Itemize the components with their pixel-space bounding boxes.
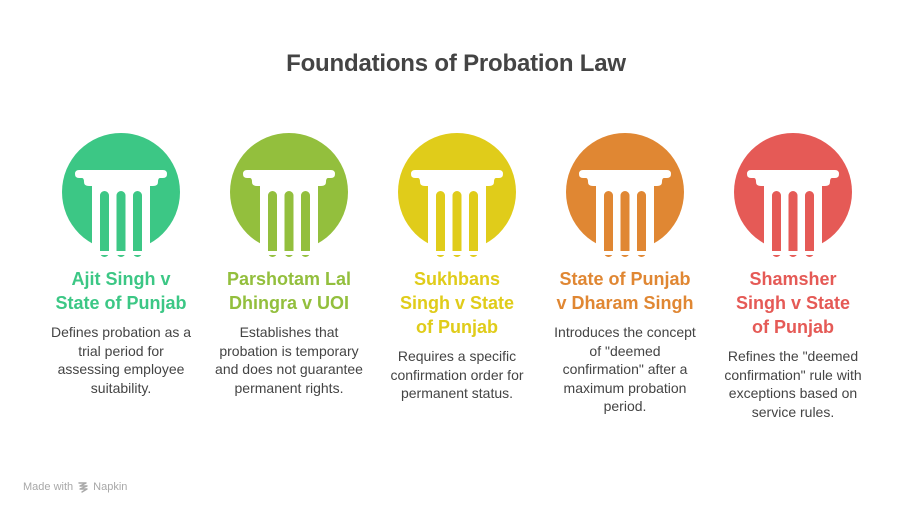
case-description: Defines probation as a trial period for … xyxy=(50,324,192,396)
case-heading-line: State of Punjab xyxy=(55,293,187,313)
case-heading-line: State of Punjab xyxy=(559,269,691,289)
made-with-napkin-badge[interactable]: Made with Napkin xyxy=(23,481,127,493)
pillar-icon xyxy=(230,133,348,257)
case-heading-line: Shamsher xyxy=(749,269,837,289)
pillar-icon xyxy=(62,133,180,257)
case-description: Requires a specific confirmation order f… xyxy=(390,348,524,401)
pillar-badge xyxy=(62,133,180,257)
case-heading-line: Parshotam Lal xyxy=(226,269,352,289)
case-description: Establishes that probation is temporary … xyxy=(215,324,363,396)
pillar-badge xyxy=(734,133,852,257)
made-with-label: Made with xyxy=(23,481,74,493)
case-heading-line: Singh v State xyxy=(399,293,515,313)
case-heading-line: Singh v State xyxy=(735,293,851,313)
pillar-icon xyxy=(398,133,516,257)
case-heading: Ajit Singh v State of Punjab xyxy=(37,267,205,315)
napkin-brand-label: Napkin xyxy=(93,481,128,493)
pillar-badge xyxy=(566,133,684,257)
pillar-icon xyxy=(566,133,684,257)
case-description: Refines the "deemed confirmation" rule w… xyxy=(724,348,862,420)
case-description: Introduces the concept of "deemed confir… xyxy=(554,324,696,414)
case-heading-line: of Punjab xyxy=(752,317,834,337)
case-heading-line: Sukhbans xyxy=(413,269,501,289)
napkin-logo-icon xyxy=(78,482,88,493)
case-heading-line: Dhingra v UOI xyxy=(228,293,349,313)
case-heading: State of Punjab v Dharam Singh xyxy=(541,267,709,315)
case-heading-line: v Dharam Singh xyxy=(556,293,694,313)
page-title: Foundations of Probation Law xyxy=(286,50,626,77)
pillar-badge xyxy=(398,133,516,257)
case-heading-line: Ajit Singh v xyxy=(71,269,171,289)
pillar-icon xyxy=(734,133,852,257)
pillar-badge xyxy=(230,133,348,257)
case-heading-line: of Punjab xyxy=(416,317,498,337)
